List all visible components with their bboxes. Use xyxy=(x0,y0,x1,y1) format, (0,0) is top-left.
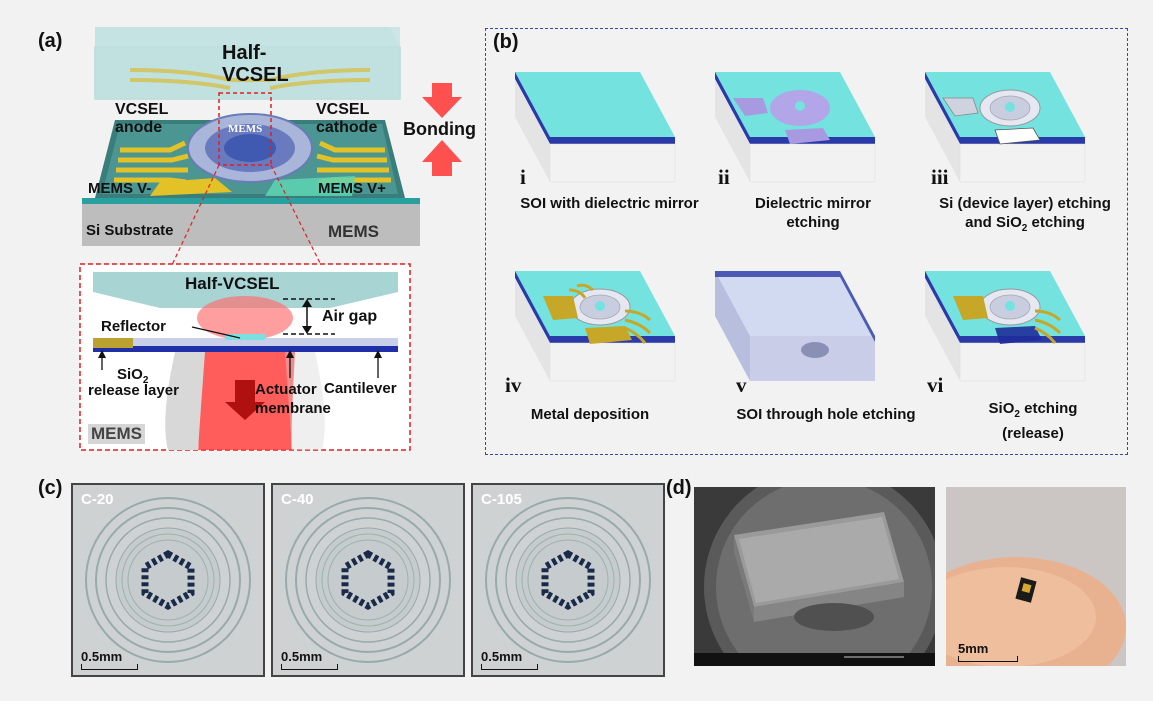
scale-bar-c40: 0.5mm xyxy=(281,649,338,670)
step-ii-number: ii xyxy=(718,165,730,189)
mems-center-label: MEMS xyxy=(228,123,263,135)
scale-bar-c20: 0.5mm xyxy=(81,649,138,670)
step-iv-caption: Metal deposition xyxy=(530,406,650,423)
sio2-label: SiO2 xyxy=(117,366,149,386)
process-wafer-illustrations xyxy=(514,71,1086,382)
chip-membrane-image xyxy=(485,497,651,663)
sem-image xyxy=(694,487,935,666)
actuator-membrane-label: Actuator membrane xyxy=(255,381,331,417)
half-vcsel-label: Half- VCSEL xyxy=(222,42,289,86)
chip-photo-c40: C-40 0.5mm xyxy=(271,483,465,677)
cantilever-label: Cantilever xyxy=(324,380,397,397)
step-iii-number: iii xyxy=(931,165,949,189)
process-flow-frame xyxy=(485,28,1128,455)
step-v-caption: SOI through hole etching xyxy=(736,406,916,423)
chip-membrane-image xyxy=(285,497,451,663)
si-substrate-label: Si Substrate xyxy=(86,222,174,239)
fingertip-with-device xyxy=(946,487,1126,666)
mems-zoom-label: MEMS xyxy=(88,424,145,444)
panel-label-c: (c) xyxy=(38,477,63,499)
mems-vcsel-3d-illustration xyxy=(79,27,462,451)
scale-bar-c105: 0.5mm xyxy=(481,649,538,670)
scale-bar-photo: 5mm xyxy=(958,641,1018,662)
chip-tag-c105: C-105 xyxy=(481,491,522,508)
chip-membrane-image xyxy=(85,497,251,663)
chip-tag-c20: C-20 xyxy=(81,491,114,508)
vcsel-anode-label: VCSEL anode xyxy=(115,101,169,136)
mems-v-minus-label: MEMS V- xyxy=(88,180,152,197)
release-layer-label: release layer xyxy=(88,382,179,399)
step-v-number: v xyxy=(736,373,747,397)
step-iii-caption: Si (device layer) etching and SiO2 etchi… xyxy=(939,195,1111,234)
chip-tag-c40: C-40 xyxy=(281,491,314,508)
mems-block-label: MEMS xyxy=(328,222,379,241)
panel-label-a: (a) xyxy=(38,30,63,52)
fingertip-photo: 5mm xyxy=(946,487,1126,666)
step-vi-number: vi xyxy=(927,373,944,397)
step-i-caption: SOI with dielectric mirror xyxy=(520,195,699,212)
chip-photo-c20: C-20 0.5mm xyxy=(71,483,265,677)
air-gap-label: Air gap xyxy=(322,308,378,325)
step-iv-number: iv xyxy=(505,373,522,397)
bonding-label: Bonding xyxy=(403,119,476,139)
sem-device-image xyxy=(694,487,935,666)
vcsel-cathode-label: VCSEL cathode xyxy=(316,101,378,136)
panel-label-d: (d) xyxy=(666,477,692,499)
step-vi-caption: SiO2 etching (release) xyxy=(988,400,1078,442)
step-ii-caption: Dielectric mirror etching xyxy=(755,195,871,231)
panel-label-b: (b) xyxy=(493,31,519,53)
reflector-label: Reflector xyxy=(101,318,167,335)
chip-photo-c105: C-105 0.5mm xyxy=(471,483,665,677)
zoom-half-vcsel-label: Half-VCSEL xyxy=(185,274,280,293)
step-i-number: i xyxy=(520,165,526,189)
mems-v-plus-label: MEMS V+ xyxy=(318,180,386,197)
